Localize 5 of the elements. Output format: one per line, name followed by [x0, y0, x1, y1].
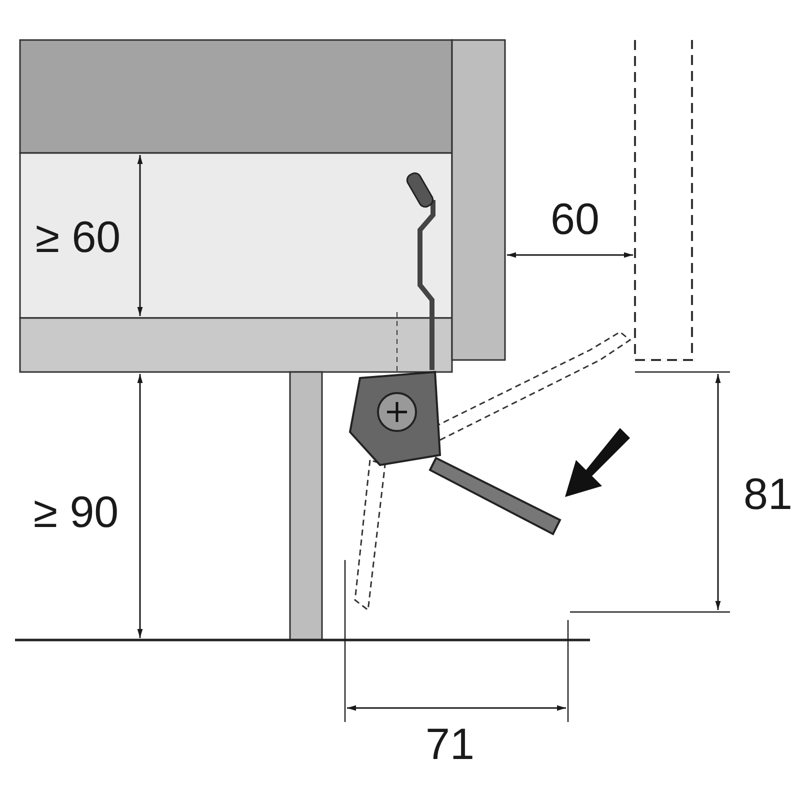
dimension-text: ≥ 90	[33, 491, 119, 535]
dimension-text: ≥ 60	[35, 216, 121, 260]
dimension-text: 71	[426, 723, 474, 767]
dimension-text: 81	[744, 473, 792, 517]
dimension-text: 60	[550, 198, 600, 242]
